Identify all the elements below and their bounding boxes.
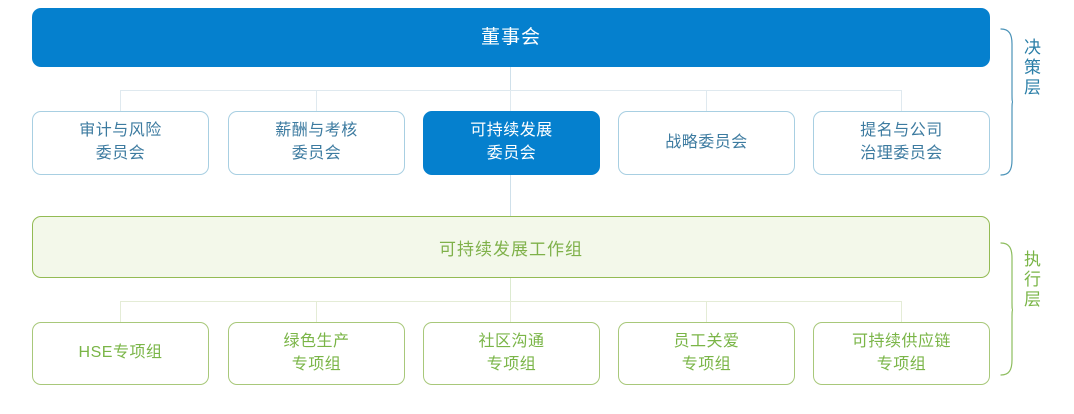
connector-committee-bus: [120, 90, 902, 91]
team-box-hse[interactable]: HSE专项组: [32, 322, 209, 385]
team-box-employee-care[interactable]: 员工关爱专项组: [618, 322, 795, 385]
connector-drop-team-2: [316, 301, 317, 322]
connector-workgroup-trunk: [510, 278, 511, 322]
team-label-green-production: 绿色生产专项组: [283, 332, 350, 373]
connector-team-bus: [120, 301, 902, 302]
committee-label-nomination-governance: 提名与公司治理委员会: [860, 122, 943, 162]
team-box-sustainable-supply-chain[interactable]: 可持续供应链专项组: [813, 322, 990, 385]
team-box-community-communication[interactable]: 社区沟通专项组: [423, 322, 600, 385]
connector-drop-team-4: [706, 301, 707, 322]
connector-drop-committee-2: [316, 90, 317, 111]
committee-box-compensation[interactable]: 薪酬与考核委员会: [228, 111, 405, 175]
committee-box-strategy[interactable]: 战略委员会: [618, 111, 795, 175]
team-box-green-production[interactable]: 绿色生产专项组: [228, 322, 405, 385]
committee-box-nomination-governance[interactable]: 提名与公司治理委员会: [813, 111, 990, 175]
committee-label-compensation: 薪酬与考核委员会: [275, 122, 358, 162]
connector-drop-committee-3: [510, 90, 511, 111]
connector-drop-team-1: [120, 301, 121, 322]
team-label-sustainable-supply-chain: 可持续供应链专项组: [851, 332, 951, 373]
connector-drop-committee-1: [120, 90, 121, 111]
connector-sustainability-to-workgroup: [510, 175, 511, 216]
committee-label-audit-risk: 审计与风险委员会: [79, 122, 162, 162]
board-of-directors-label: 董事会: [480, 26, 541, 48]
team-label-hse: HSE专项组: [78, 344, 163, 362]
execution-layer-bracket: [1000, 242, 1014, 376]
working-group-box[interactable]: 可持续发展工作组: [32, 216, 990, 278]
committee-box-sustainability[interactable]: 可持续发展委员会: [423, 111, 600, 175]
committee-label-strategy: 战略委员会: [665, 133, 748, 151]
connector-drop-team-5: [901, 301, 902, 322]
committee-label-sustainability: 可持续发展委员会: [470, 122, 553, 162]
committee-box-audit-risk[interactable]: 审计与风险委员会: [32, 111, 209, 175]
connector-drop-committee-4: [706, 90, 707, 111]
decision-layer-label: 决策层: [1021, 38, 1040, 98]
decision-layer-bracket: [1000, 28, 1014, 176]
execution-layer-label: 执行层: [1021, 250, 1040, 310]
connector-drop-team-3: [510, 301, 511, 322]
board-of-directors-box[interactable]: 董事会: [32, 8, 990, 67]
team-label-employee-care: 员工关爱专项组: [673, 332, 740, 373]
connector-board-trunk: [510, 67, 511, 111]
connector-drop-committee-5: [901, 90, 902, 111]
team-label-community-communication: 社区沟通专项组: [478, 332, 545, 373]
working-group-label: 可持续发展工作组: [439, 239, 583, 259]
